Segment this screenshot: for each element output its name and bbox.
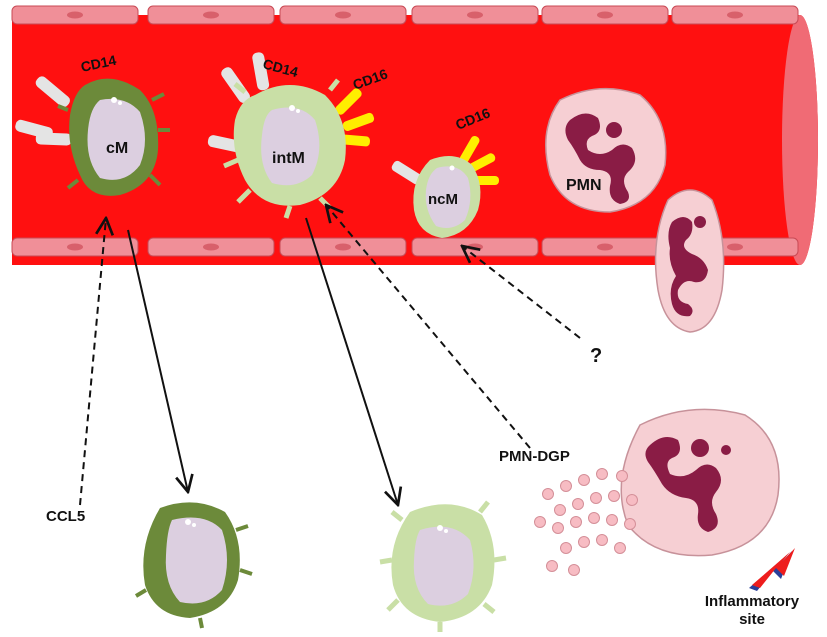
endothelial-nucleus	[597, 243, 613, 251]
granule	[570, 516, 582, 528]
granule	[626, 494, 638, 506]
granule	[568, 564, 580, 576]
granule	[588, 512, 600, 524]
granule	[596, 468, 608, 480]
endothelial-nucleus	[203, 11, 219, 19]
pmn-dgp-granules	[534, 468, 638, 576]
nonclassical-monocyte-icon	[391, 135, 499, 238]
inflammatory-site-label-line1: Inflammatory	[705, 593, 800, 610]
endothelial-nucleus	[467, 243, 483, 251]
ccl5-label: CCL5	[46, 508, 85, 525]
granule	[542, 488, 554, 500]
lightning-bolt-icon	[749, 548, 795, 591]
neutrophil-icon	[620, 408, 780, 557]
endothelial-nucleus	[67, 243, 83, 251]
neutrophil-icon	[545, 87, 667, 213]
pmn-dgp-label: PMN-DGP	[499, 448, 570, 465]
ncm-label: ncM	[428, 191, 458, 208]
question-mark-label: ?	[590, 345, 602, 367]
granule	[560, 542, 572, 554]
granule	[554, 504, 566, 516]
granule	[546, 560, 558, 572]
classical-monocyte-icon	[15, 76, 170, 196]
granule	[578, 474, 590, 486]
neutrophil-icon	[654, 189, 725, 333]
cm-label: cM	[106, 140, 128, 157]
granule	[614, 542, 626, 554]
migration-arrows	[79, 205, 581, 505]
granule	[572, 498, 584, 510]
endothelial-nucleus	[67, 11, 83, 19]
granule	[616, 470, 628, 482]
endothelial-nucleus	[467, 11, 483, 19]
cd14-label-cm: CD14	[79, 52, 118, 75]
granule	[590, 492, 602, 504]
endothelial-nucleus	[335, 11, 351, 19]
pmn-label: PMN	[566, 177, 602, 194]
inflammatory-site-label-line2: site	[739, 611, 765, 628]
granule	[560, 480, 572, 492]
granule	[606, 514, 618, 526]
intermediate-monocyte-icon	[379, 500, 507, 632]
endothelial-nucleus	[727, 243, 743, 251]
granule	[534, 516, 546, 528]
endothelium-top	[11, 5, 799, 25]
granule	[596, 534, 608, 546]
granule	[608, 490, 620, 502]
granule	[624, 518, 636, 530]
endothelial-nucleus	[597, 11, 613, 19]
granule	[578, 536, 590, 548]
classical-monocyte-icon	[134, 502, 253, 629]
intm-label: intM	[272, 150, 305, 167]
endothelial-nucleus	[203, 243, 219, 251]
granule	[552, 522, 564, 534]
endothelium-bottom	[11, 237, 799, 257]
intermediate-monocyte-icon	[207, 52, 375, 219]
endothelial-nucleus	[335, 243, 351, 251]
endothelial-nucleus	[727, 11, 743, 19]
